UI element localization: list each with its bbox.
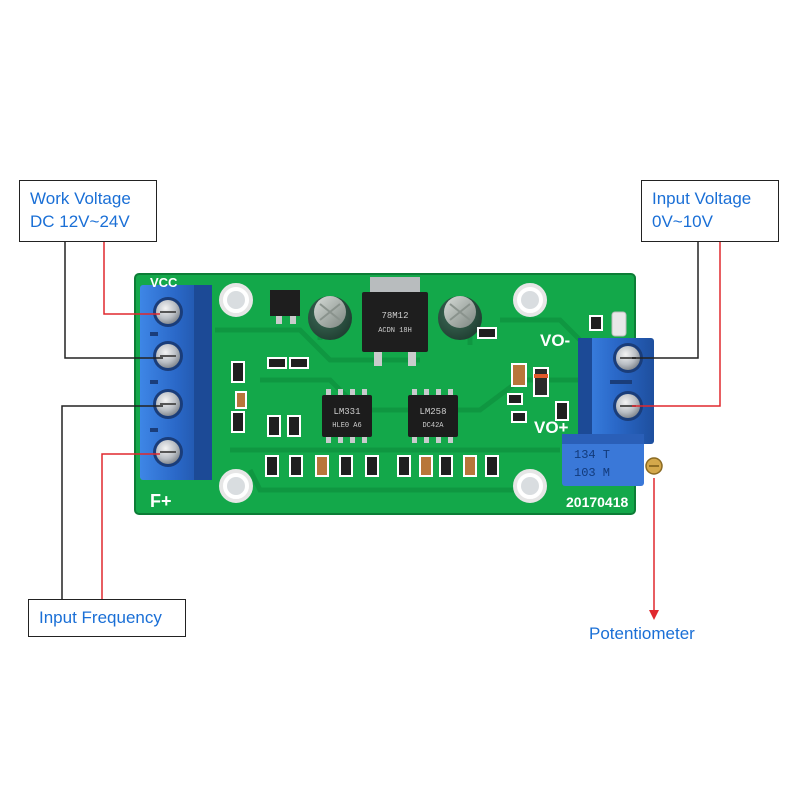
potentiometer-adjust-screw xyxy=(645,457,663,475)
diode xyxy=(533,367,549,397)
input-voltage-title: Input Voltage xyxy=(652,189,752,208)
input-frequency-title: Input Frequency xyxy=(39,608,162,627)
potentiometer-arrow-head xyxy=(649,610,659,620)
smd-components xyxy=(231,311,627,477)
svg-text:103 M: 103 M xyxy=(574,466,610,480)
svg-text:LM258: LM258 xyxy=(419,407,446,417)
silk-date-code: 20170418 xyxy=(566,494,629,510)
svg-text:134 T: 134 T xyxy=(574,448,610,462)
ic-lm258: LM258 DC42A xyxy=(408,389,458,443)
output-terminal-block xyxy=(578,338,654,444)
input-voltage-range: 0V~10V xyxy=(652,212,713,231)
input-terminal-block xyxy=(140,285,212,480)
voltage-regulator: 78M12 ACDN 18H xyxy=(362,277,428,366)
silk-vo-plus: VO+ xyxy=(534,418,569,437)
mounting-holes xyxy=(219,283,547,503)
svg-text:LM331: LM331 xyxy=(333,407,360,417)
capacitor-left xyxy=(308,296,352,340)
ic-lm331: LM331 HLE0 A6 xyxy=(322,389,372,443)
input-voltage-callout: Input Voltage 0V~10V xyxy=(641,180,779,242)
transistor-top xyxy=(270,290,300,324)
silk-vcc: VCC xyxy=(150,275,178,290)
terminal-screw-4 xyxy=(153,437,183,467)
svg-text:ACDN 18H: ACDN 18H xyxy=(378,327,412,335)
terminal-screw-1 xyxy=(153,297,183,327)
svg-text:78M12: 78M12 xyxy=(381,311,408,321)
capacitor-right xyxy=(438,296,482,340)
work-voltage-title: Work Voltage xyxy=(30,189,131,208)
svg-text:DC42A: DC42A xyxy=(422,422,444,430)
leader-lines xyxy=(61,240,721,612)
silk-f-plus: F+ xyxy=(150,491,172,511)
potentiometer: 134 T 103 M xyxy=(562,434,663,486)
potentiometer-label: Potentiometer xyxy=(589,624,695,643)
work-voltage-range: DC 12V~24V xyxy=(30,212,130,231)
work-voltage-callout: Work Voltage DC 12V~24V xyxy=(19,180,157,242)
terminal-screw-vo-plus xyxy=(613,391,643,421)
terminal-screw-2 xyxy=(153,341,183,371)
silk-vo-minus: VO- xyxy=(540,331,570,350)
terminal-screw-3 xyxy=(153,389,183,419)
input-frequency-callout: Input Frequency xyxy=(28,599,186,637)
svg-text:HLE0 A6: HLE0 A6 xyxy=(332,422,361,430)
